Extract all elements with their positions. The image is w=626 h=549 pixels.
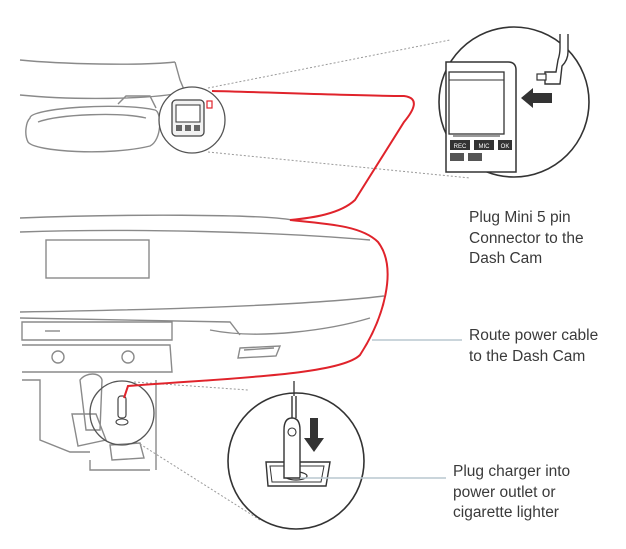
label-line: Dash Cam [469,250,543,267]
label-line: Plug Mini 5 pin [469,209,571,226]
lighter-detail-small [89,380,155,446]
windshield-outline [19,59,186,100]
camera-button-mic: MIC [479,144,491,150]
camera-button-rec: REC [454,144,467,150]
charger-zoom-circle [227,381,365,530]
label-plug-mini-connector: Plug Mini 5 pin Connector to the Dash Ca… [469,208,584,270]
lighter-callout-lines [133,381,261,521]
label-line: cigarette lighter [453,504,559,521]
camera-button-ok: OK [501,144,510,150]
label-line: to the Dash Cam [469,347,586,365]
dashcam-detail-small [158,86,226,154]
arrow-down-icon [304,418,324,452]
label-plug-charger: Plug charger into power outlet or cigare… [453,462,570,524]
power-cable [123,90,415,399]
dashcam-zoom-circle: REC MIC OK [438,26,590,178]
label-pointer-lines [300,339,462,479]
label-line: Connector to the [469,229,584,247]
zoom-callout-lines [207,39,471,179]
label-line: power outlet or [453,483,556,501]
label-route-power-cable: Route power cable to the Dash Cam [469,326,598,367]
dashboard-outline [19,214,385,471]
rearview-mirror [25,95,161,153]
label-line: Route power cable [469,327,599,344]
arrow-left-icon [521,88,552,108]
label-line: Plug charger into [453,463,571,480]
